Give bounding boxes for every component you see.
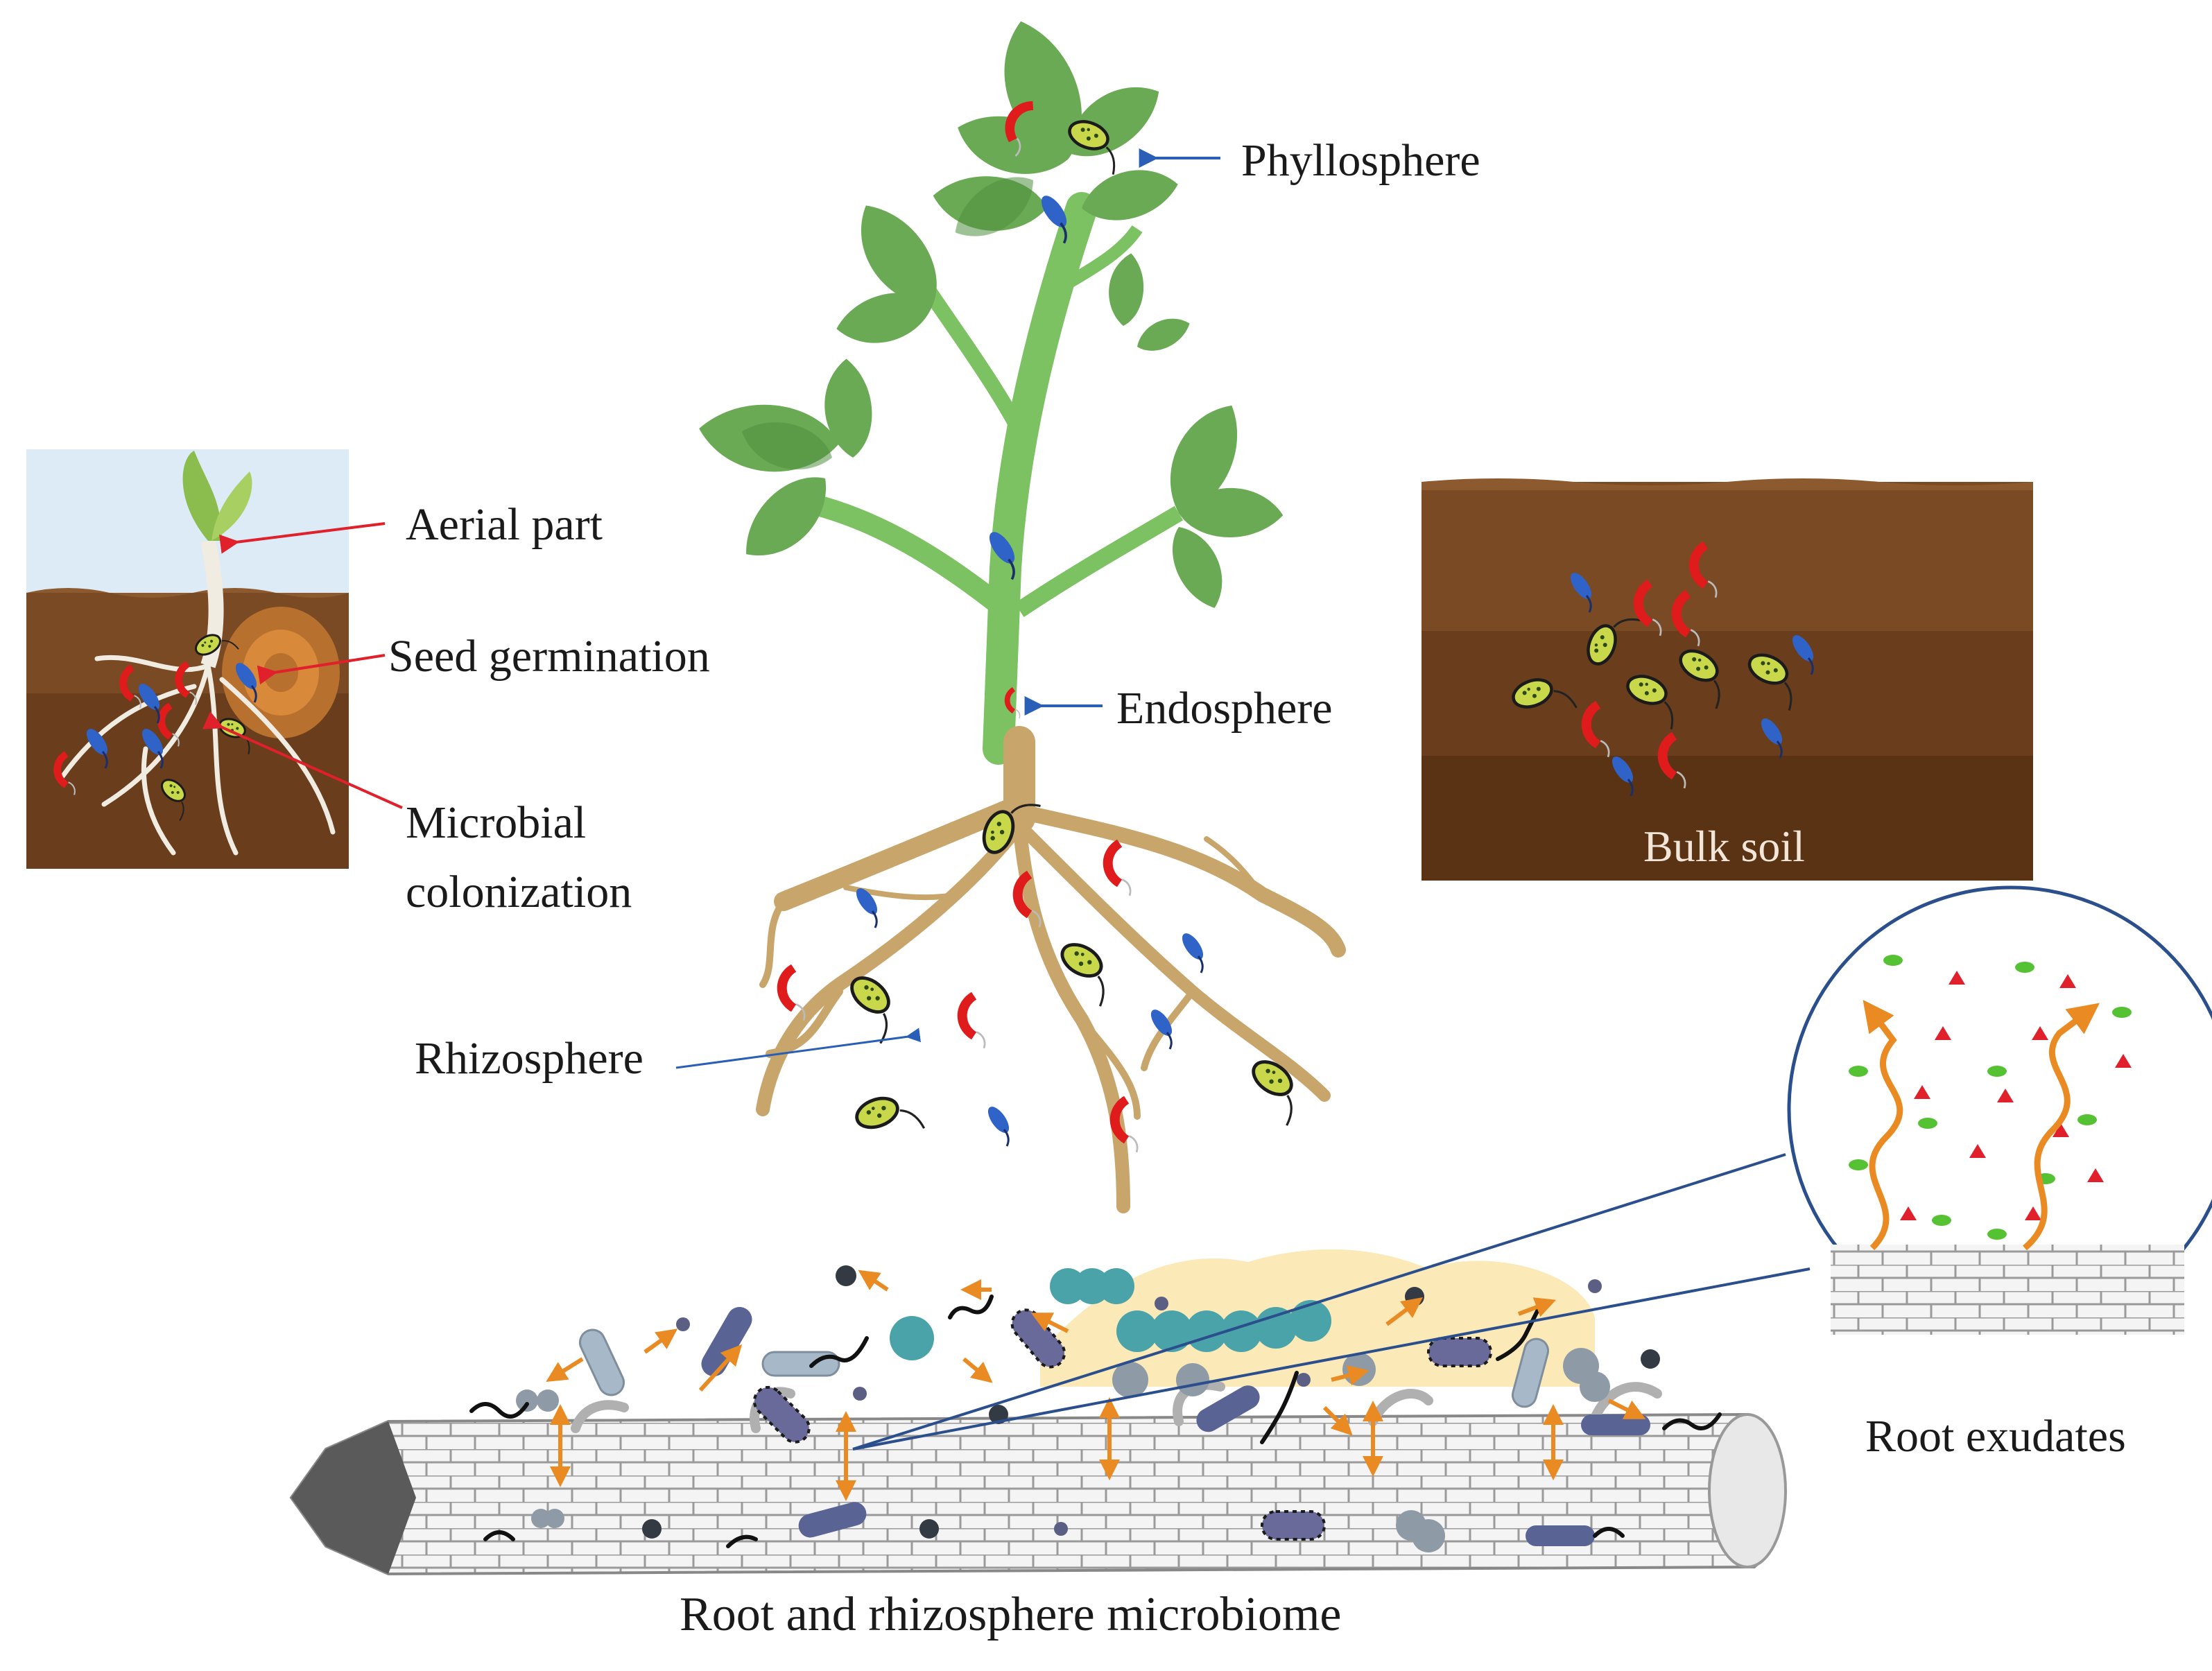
aerial-part-label: Aerial part <box>406 499 603 550</box>
diagram-caption: Root and rhizosphere microbiome <box>680 1588 1342 1641</box>
plant-shoot <box>693 11 1286 765</box>
seed-germination-panel <box>26 449 349 869</box>
microbial-colonization-pointer <box>202 711 403 809</box>
root-exudates-label: Root exudates <box>1865 1411 2126 1462</box>
root-cross-section <box>289 1249 1787 1576</box>
seed-germination-pointer <box>257 654 386 685</box>
microbial-colonization-label-line1: Microbial <box>406 797 587 848</box>
endosphere-label: Endosphere <box>1116 683 1333 734</box>
plant-roots <box>756 726 1346 1213</box>
phyllosphere-label: Phyllosphere <box>1241 135 1480 186</box>
seed-germination-label: Seed germination <box>388 631 710 682</box>
root-exudates-callout <box>852 885 2212 1451</box>
rhizosphere-label: Rhizosphere <box>415 1033 643 1084</box>
bulk-soil-panel <box>1422 478 2033 881</box>
microbial-colonization-label-line2: colonization <box>406 867 632 917</box>
aerial-part-pointer <box>219 522 386 554</box>
rhizosphere-pointer <box>675 1028 922 1069</box>
bulk-soil-label: Bulk soil <box>1643 822 1805 871</box>
